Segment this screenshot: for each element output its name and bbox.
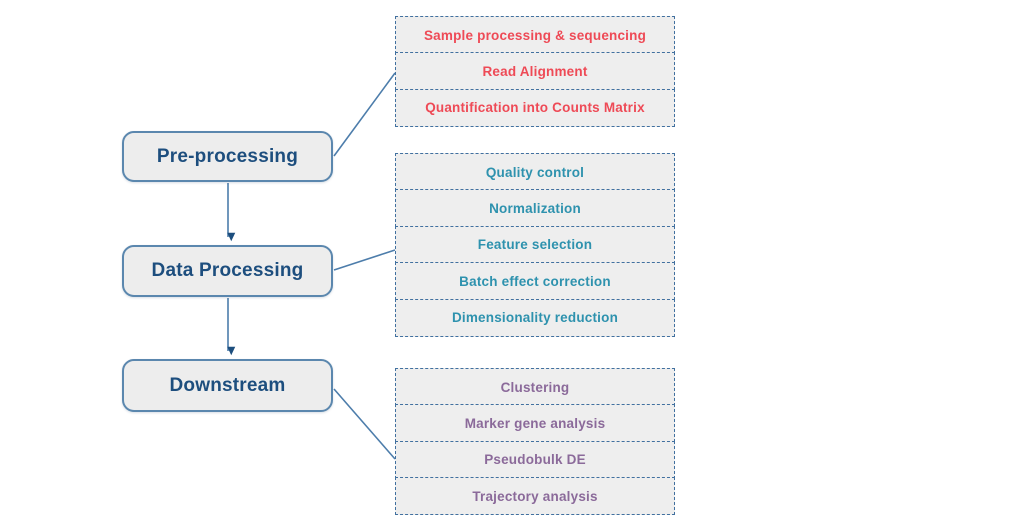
- step-label: Batch effect correction: [459, 273, 611, 289]
- step-normalization: Normalization: [395, 189, 675, 228]
- step-label: Sample processing & sequencing: [423, 27, 647, 43]
- step-dimensionality-reduction: Dimensionality reduction: [395, 298, 675, 337]
- step-label: Trajectory analysis: [472, 488, 598, 504]
- step-trajectory-analysis: Trajectory analysis: [395, 477, 675, 516]
- step-marker-gene-analysis: Marker gene analysis: [395, 404, 675, 443]
- stage-label-data-processing: Data Processing: [151, 260, 304, 281]
- connector-pre-processing: [333, 72, 396, 157]
- step-batch-effect-correction: Batch effect correction: [395, 262, 675, 301]
- step-label: Quality control: [485, 164, 585, 180]
- step-pseudobulk-de: Pseudobulk DE: [395, 440, 675, 479]
- step-feature-selection: Feature selection: [395, 225, 675, 264]
- step-sample-processing-sequencing: Sample processing & sequencing: [395, 16, 675, 54]
- step-label: Read Alignment: [482, 63, 588, 79]
- stage-label-pre-processing: Pre-processing: [156, 145, 299, 167]
- step-label: Normalization: [489, 200, 581, 216]
- step-read-alignment: Read Alignment: [395, 52, 675, 91]
- step-label: Pseudobulk DE: [484, 452, 586, 468]
- stage-box-pre-processing: Pre-processing: [122, 131, 333, 182]
- stage-label-downstream: Downstream: [169, 374, 286, 396]
- step-clustering: Clustering: [395, 368, 675, 406]
- step-label: Clustering: [500, 379, 570, 395]
- stage-box-data-processing: Data Processing: [122, 245, 333, 297]
- step-group-pre-processing: Sample processing & sequencing Read Alig…: [395, 16, 675, 127]
- connector-data-processing: [333, 249, 396, 271]
- step-label: Dimensionality reduction: [451, 310, 619, 326]
- step-group-data-processing: Quality control Normalization Feature se…: [395, 153, 675, 337]
- step-label: Quantification into Counts Matrix: [425, 100, 645, 116]
- step-label: Feature selection: [477, 237, 593, 253]
- stage-box-downstream: Downstream: [122, 359, 333, 412]
- step-quantification-counts-matrix: Quantification into Counts Matrix: [395, 88, 675, 127]
- step-quality-control: Quality control: [395, 153, 675, 191]
- step-label: Marker gene analysis: [464, 415, 606, 431]
- connector-downstream: [333, 388, 396, 460]
- step-group-downstream: Clustering Marker gene analysis Pseudobu…: [395, 368, 675, 516]
